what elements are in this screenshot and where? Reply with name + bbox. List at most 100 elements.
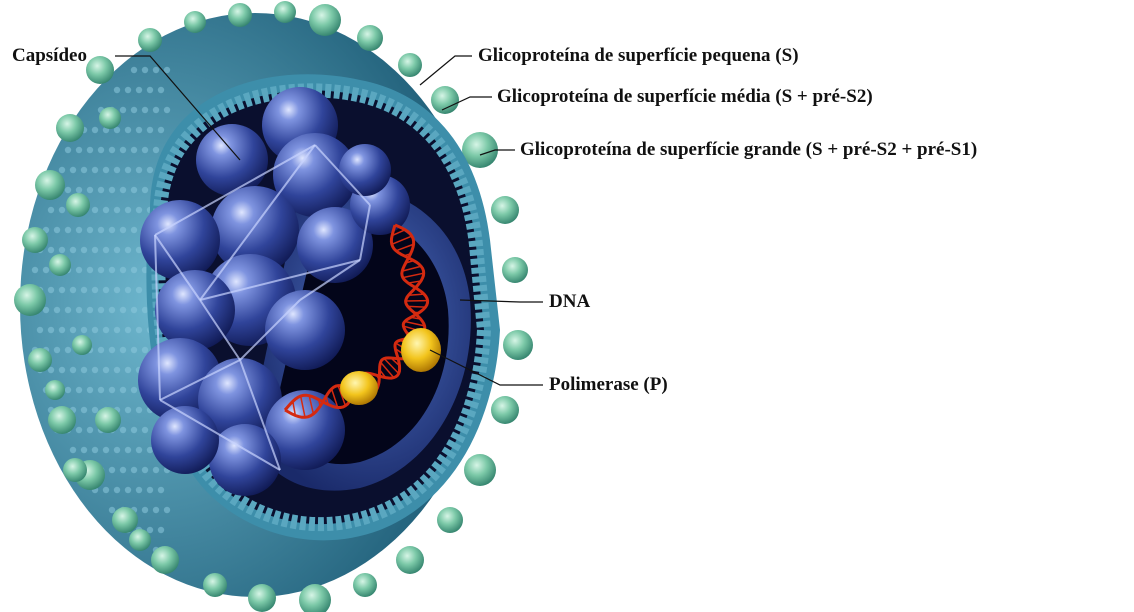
envelope-dot [120,347,126,353]
envelope-dot [43,267,49,273]
label-capsid: Capsídeo [12,45,87,67]
envelope-dot [114,487,120,493]
envelope-dot [59,167,65,173]
envelope-dot [109,507,115,513]
envelope-dot [87,187,93,193]
envelope-dot [125,127,131,133]
envelope-dot [54,347,60,353]
envelope-dot [87,427,93,433]
envelope-dot [109,387,115,393]
label-large-glycoprotein: Glicoproteína de superfície grande (S + … [520,139,977,161]
envelope-dot [103,287,109,293]
glycoprotein [491,196,519,224]
envelope-dot [114,447,120,453]
leader-small-glyco [420,56,472,85]
glycoprotein [248,584,276,612]
envelope-dot [103,487,109,493]
envelope-dot [142,427,148,433]
envelope-dot [98,387,104,393]
envelope-dot [131,227,137,233]
envelope-dot [76,227,82,233]
envelope-dot [120,227,126,233]
envelope-dot [158,527,164,533]
envelope-dot [153,147,159,153]
envelope-dot [153,507,159,513]
envelope-dot [125,407,131,413]
glycoprotein [35,170,65,200]
envelope-dot [136,447,142,453]
envelope-dot [142,67,148,73]
envelope-dot [81,447,87,453]
envelope-dot [120,107,126,113]
glycoprotein [309,4,341,36]
envelope-dot [142,467,148,473]
envelope-dot [125,247,131,253]
envelope-dot [158,127,164,133]
envelope-dot [136,127,142,133]
envelope-dot [92,287,98,293]
envelope-dot [131,467,137,473]
glycoprotein [63,458,87,482]
envelope-dot [37,327,43,333]
envelope-dot [136,327,142,333]
envelope-dot [142,347,148,353]
envelope-dot [109,147,115,153]
envelope-dot [70,287,76,293]
envelope-dot [109,307,115,313]
envelope-dot [81,327,87,333]
envelope-dot [76,147,82,153]
glycoprotein [228,3,252,27]
envelope-dot [120,187,126,193]
glycoprotein [502,257,528,283]
envelope-dot [92,167,98,173]
glycoprotein [398,53,422,77]
envelope-dot [65,227,71,233]
envelope-dot [92,327,98,333]
envelope-dot [158,87,164,93]
envelope-dot [136,87,142,93]
glycoprotein [14,284,46,316]
envelope-dot [103,327,109,333]
capsid-sphere [196,124,268,196]
dna-rung [408,306,426,307]
envelope-dot [109,467,115,473]
glycoprotein [353,573,377,597]
envelope-dot [81,287,87,293]
envelope-dot [76,267,82,273]
envelope-dot [164,507,170,513]
glycoprotein [274,1,296,23]
glycoprotein [437,507,463,533]
glycoprotein [112,507,138,533]
envelope-dot [65,307,71,313]
envelope-dot [114,367,120,373]
envelope-dot [131,267,137,273]
envelope-dot [32,267,38,273]
envelope-dot [65,147,71,153]
envelope-dot [59,367,65,373]
envelope-dot [164,107,170,113]
glycoprotein [56,114,84,142]
envelope-dot [92,247,98,253]
glycoprotein [95,407,121,433]
envelope-dot [87,307,93,313]
envelope-dot [98,227,104,233]
envelope-dot [147,127,153,133]
capsid-sphere [151,406,219,474]
envelope-dot [120,467,126,473]
capsid-sphere [140,200,220,280]
envelope-dot [120,267,126,273]
envelope-dot [70,447,76,453]
envelope-dot [81,407,87,413]
glycoprotein [464,454,496,486]
glycoprotein [72,335,92,355]
envelope-dot [125,87,131,93]
envelope-dot [92,127,98,133]
envelope-dot [147,87,153,93]
envelope-dot [98,307,104,313]
envelope-dot [92,407,98,413]
envelope-dot [131,107,137,113]
label-small-glycoprotein: Glicoproteína de superfície pequena (S) [478,45,799,67]
glycoprotein [184,11,206,33]
envelope-dot [98,187,104,193]
capsid-sphere [339,144,391,196]
